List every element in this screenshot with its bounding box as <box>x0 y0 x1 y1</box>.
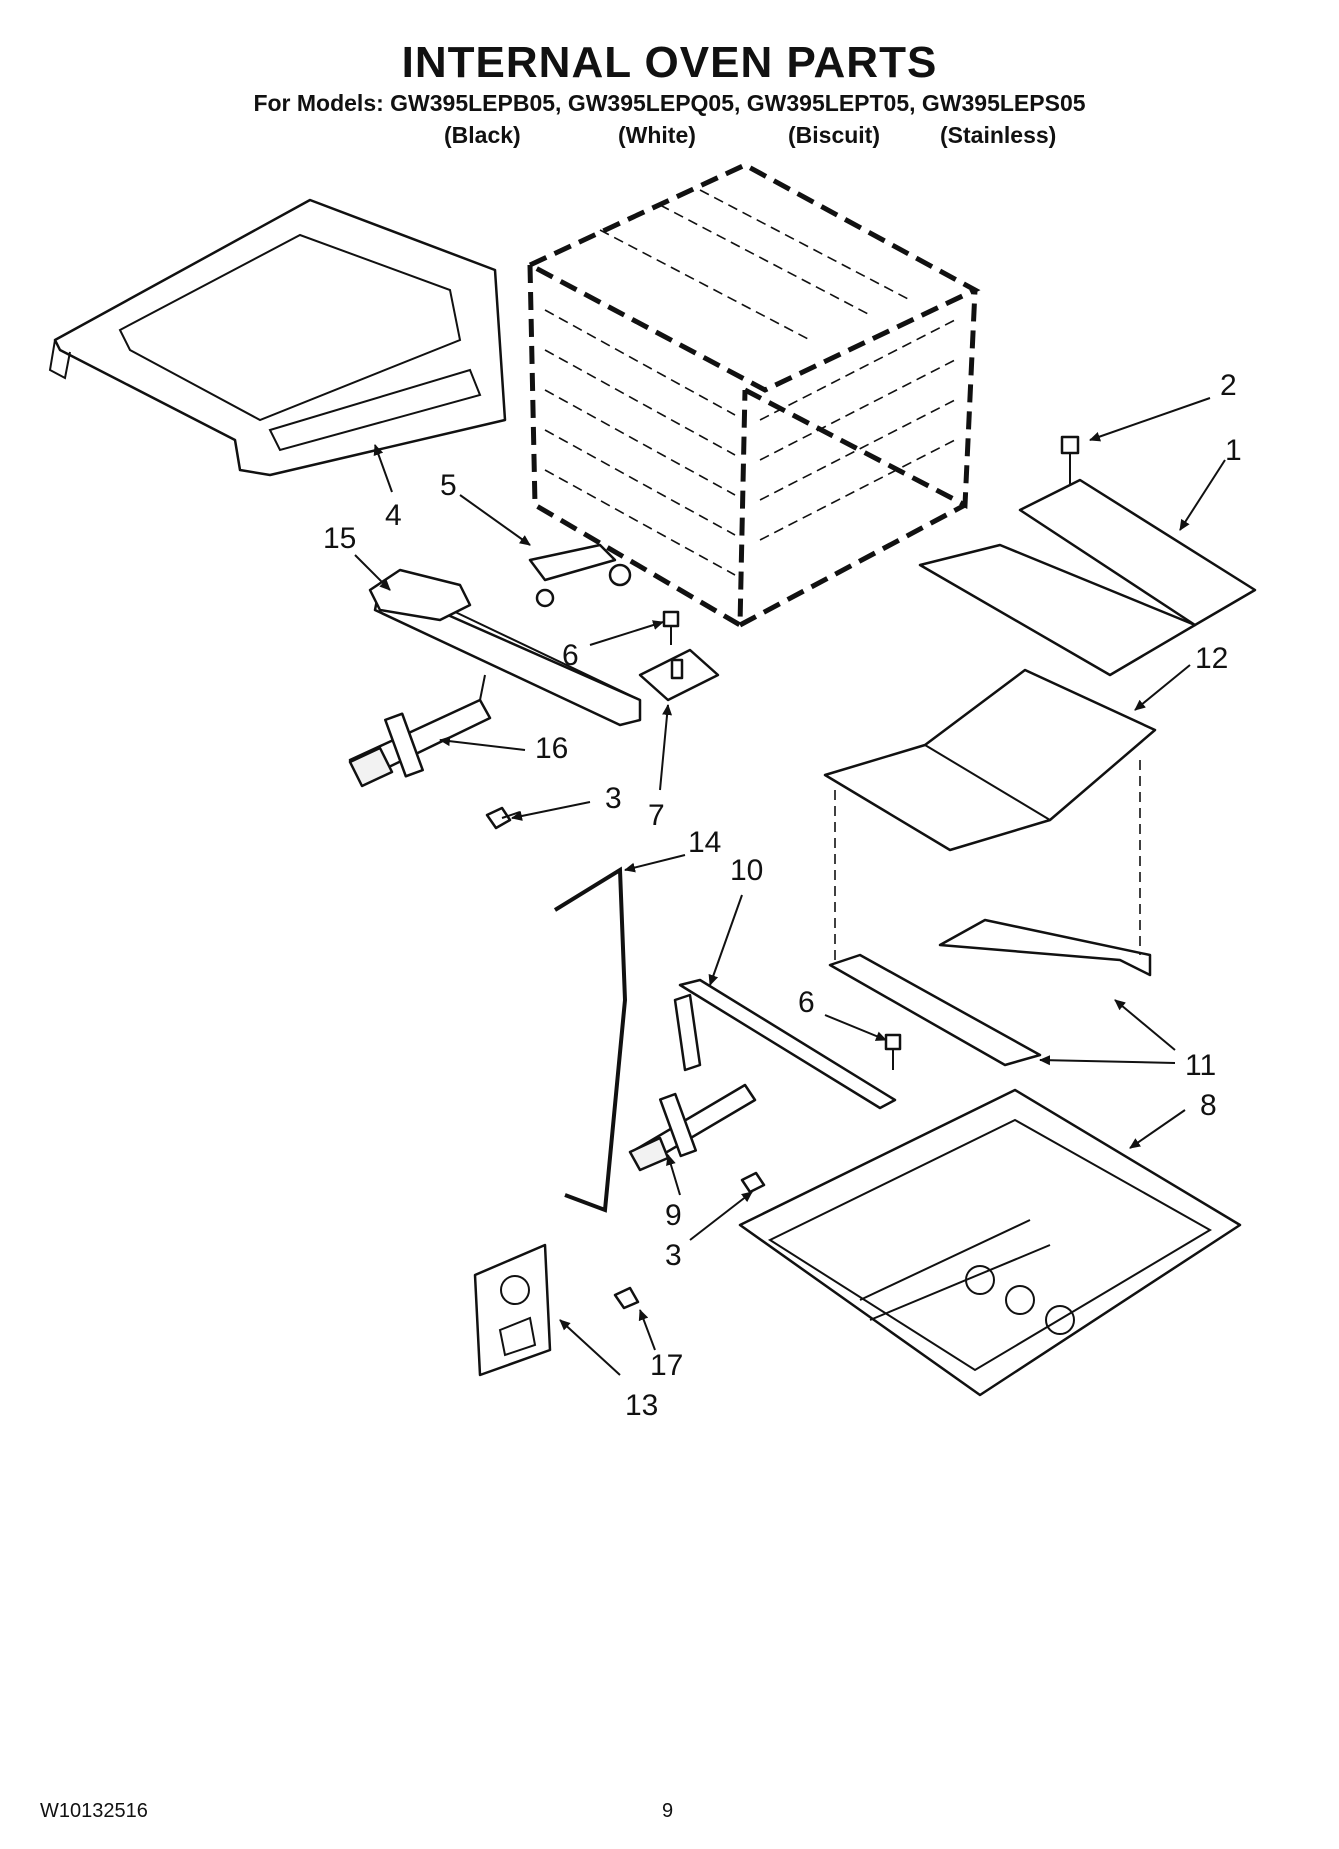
part-17-screw <box>613 1286 640 1310</box>
leader-8 <box>1129 1109 1186 1149</box>
part-14-rod <box>553 866 628 1213</box>
leader-15 <box>354 554 391 591</box>
part-12-deflector <box>823 668 1157 852</box>
models-line: For Models: GW395LEPB05, GW395LEPQ05, GW… <box>253 90 1086 116</box>
color-white: (White) <box>618 122 696 148</box>
color-black: (Black) <box>444 122 521 148</box>
callout-2: 2 <box>1220 369 1237 402</box>
leader-14 <box>624 854 686 873</box>
leader-17 <box>638 1309 656 1351</box>
part-3-screw-lower <box>740 1171 766 1194</box>
color-stainless: (Stainless) <box>940 122 1057 148</box>
part-6-screw-upper <box>662 610 680 645</box>
leader-6a <box>589 620 664 646</box>
leader-12 <box>1134 664 1191 711</box>
callout-11: 11 <box>1185 1049 1216 1082</box>
leader-11a <box>1114 999 1176 1051</box>
callout-16: 16 <box>535 732 568 765</box>
part-4-broil-panel <box>48 198 507 477</box>
part-8-burner-box <box>738 1088 1242 1397</box>
callout-17: 17 <box>650 1349 683 1382</box>
leader-4 <box>373 444 393 493</box>
page-title: INTERNAL OVEN PARTS <box>401 38 938 87</box>
callout-9: 9 <box>665 1199 682 1232</box>
leader-10 <box>708 894 743 986</box>
page-number: 9 <box>662 1800 674 1822</box>
callout-13: 13 <box>625 1389 658 1422</box>
leader-9 <box>666 1154 681 1196</box>
leader-3b <box>689 1191 753 1241</box>
callout-leaders <box>354 397 1226 1376</box>
leader-3a <box>511 801 591 821</box>
part-9-igniter <box>628 1083 757 1172</box>
callout-7: 7 <box>648 799 665 832</box>
callout-3-lower: 3 <box>665 1239 682 1272</box>
leader-2 <box>1089 397 1211 442</box>
callout-5: 5 <box>440 469 457 502</box>
leader-13 <box>559 1319 621 1376</box>
leader-5 <box>459 494 531 546</box>
part-5-valve-orifice <box>528 543 632 608</box>
callout-4: 4 <box>385 499 402 532</box>
leader-6b <box>824 1014 887 1041</box>
callout-3-upper: 3 <box>605 782 622 815</box>
part-15-broil-burner <box>368 568 642 727</box>
callout-6-upper: 6 <box>562 639 579 672</box>
part-10-bake-burner <box>673 978 897 1110</box>
part-2-screw <box>1060 435 1080 490</box>
leader-11b <box>1039 1055 1176 1066</box>
leader-7 <box>659 704 673 791</box>
callout-15: 15 <box>323 522 356 555</box>
callout-14: 14 <box>688 826 721 859</box>
oven-cavity-outline <box>524 162 981 630</box>
part-11-rails <box>828 760 1152 1067</box>
callout-10: 10 <box>730 854 763 887</box>
leader-16 <box>439 736 526 751</box>
part-7-bracket <box>638 648 720 702</box>
part-13-valve-block <box>473 1243 552 1377</box>
callout-1: 1 <box>1225 434 1242 467</box>
callout-numbers: 1 2 3 3 4 5 6 6 7 8 9 10 11 12 13 14 15 … <box>323 369 1242 1422</box>
color-biscuit: (Biscuit) <box>788 122 880 148</box>
callout-12: 12 <box>1195 642 1228 675</box>
leader-1 <box>1179 459 1226 531</box>
part-6-screw-lower <box>884 1033 902 1070</box>
doc-number: W10132516 <box>40 1800 148 1822</box>
part-1-burner-shield <box>918 478 1257 677</box>
callout-8: 8 <box>1200 1089 1217 1122</box>
part-16-igniter <box>348 674 492 788</box>
callout-6-lower: 6 <box>798 986 815 1019</box>
